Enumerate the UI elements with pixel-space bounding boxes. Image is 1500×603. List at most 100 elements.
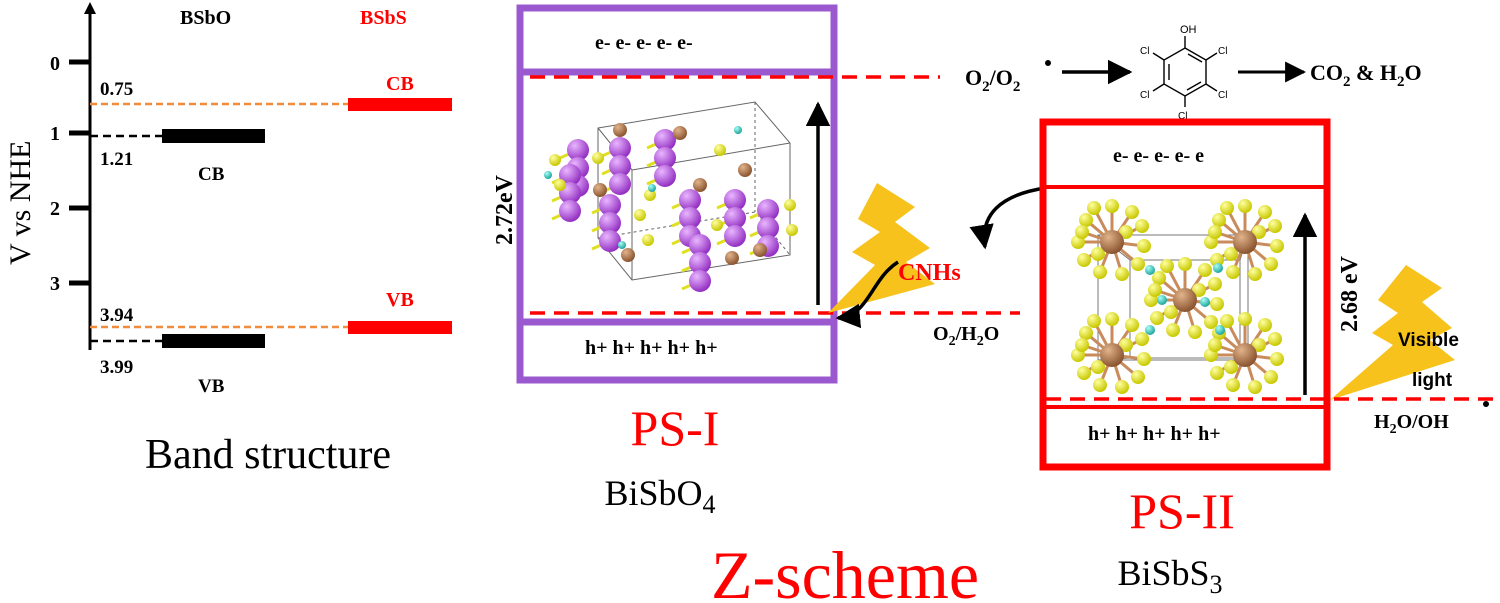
bi-atom	[567, 139, 589, 161]
bisbo4-crystal-structure	[597, 101, 791, 281]
cnhs-transfer-arrow	[835, 260, 899, 329]
bi-atom	[724, 189, 746, 211]
o-atom	[784, 199, 796, 211]
small-atom	[544, 171, 552, 179]
bi-atom	[757, 217, 779, 239]
bsbs-cb-bar	[348, 98, 452, 111]
bi-atom	[559, 164, 581, 186]
ps2-name: PS-II	[1129, 483, 1235, 539]
bi-sb-atom	[1100, 343, 1124, 367]
s-atom	[1105, 199, 1119, 213]
bi-sb-atom	[1100, 230, 1124, 254]
bi-sb-atom	[1233, 343, 1257, 367]
ps1-bandgap: 2.72eV	[492, 174, 518, 245]
s-atom	[1077, 253, 1091, 267]
cnhs-label: CNHs	[898, 260, 961, 286]
bi-atom	[757, 199, 779, 221]
o-atom	[786, 224, 798, 236]
o-atom	[634, 209, 646, 221]
ps2-outer-border	[1039, 118, 1331, 471]
small-atom	[1145, 265, 1155, 275]
pentachlorophenol-molecule	[1152, 36, 1218, 107]
sb-atom	[673, 126, 687, 140]
s-atom	[1178, 257, 1192, 271]
band-structure-title: Band structure	[145, 432, 391, 478]
bi-sb-atom	[1173, 288, 1197, 312]
s-atom	[1248, 267, 1262, 281]
s-atom	[1258, 205, 1272, 219]
o2-superoxide-label: O2/O2	[965, 65, 1020, 95]
z-scheme-title: Z-scheme	[711, 537, 979, 603]
s-atom	[1091, 360, 1105, 374]
o2-h2o-label: O2/H2O	[933, 323, 999, 349]
s-atom	[1224, 247, 1238, 261]
s-atom	[1204, 315, 1218, 329]
s-atom	[1208, 277, 1222, 291]
bsbo-cb-bar	[162, 129, 265, 143]
visible-light-line1: Visible	[1398, 330, 1459, 351]
ps1-electrons: e- e- e- e- e-	[595, 32, 693, 54]
radical-dot-2-icon	[1483, 401, 1489, 407]
y-axis-arrow-icon	[84, 2, 96, 14]
tick-label-0: 0	[50, 53, 60, 75]
ps1-holes: h+ h+ h+ h+ h+	[585, 337, 718, 359]
s-atom	[1125, 205, 1139, 219]
s-atom	[1192, 283, 1206, 297]
o-atom	[642, 234, 654, 246]
bi-atom	[654, 165, 676, 187]
bsbo-vb-bar	[162, 334, 265, 348]
bi-atom	[559, 200, 581, 222]
s-atom	[1119, 338, 1133, 352]
bi-atom	[679, 189, 701, 211]
s-atom	[1252, 225, 1266, 239]
bsbs-vb-bar	[348, 321, 452, 334]
lightning-bolt-2-icon	[1330, 265, 1455, 400]
s-atom	[1258, 318, 1272, 332]
s-atom	[1166, 323, 1180, 337]
bi-atom	[599, 194, 621, 216]
bi-atom	[654, 147, 676, 169]
electron-transfer-arrow	[969, 186, 1046, 250]
label-vb-bsbs: VB	[386, 289, 414, 311]
s-atom	[1105, 312, 1119, 326]
s-atom	[1079, 213, 1093, 227]
sb-atom	[593, 183, 607, 197]
s-atom	[1208, 338, 1222, 352]
small-atom	[734, 126, 742, 134]
s-atom	[1210, 253, 1224, 267]
s-atom	[1075, 338, 1089, 352]
bi-atom	[679, 207, 701, 229]
s-atom	[1150, 311, 1164, 325]
s-atom	[1264, 370, 1278, 384]
s-atom	[1268, 332, 1282, 346]
s-atom	[1226, 378, 1240, 392]
s-atom	[1210, 366, 1224, 380]
radical-dot-icon	[1045, 60, 1051, 66]
tick-label-2: 2	[50, 198, 60, 220]
s-atom	[1135, 219, 1149, 233]
col-label-bsbo: BSbO	[180, 7, 231, 29]
small-atom	[618, 241, 626, 249]
value-vb-bsbo: 3.99	[100, 357, 133, 378]
s-atom	[1091, 247, 1105, 261]
tick-label-3: 3	[50, 273, 60, 295]
s-atom	[1131, 257, 1145, 271]
sb-atom	[693, 178, 707, 192]
molecule-labels: OH Cl Cl Cl Cl Cl	[1140, 24, 1227, 122]
value-cb-bsbs: 0.75	[100, 79, 133, 100]
lightning-bolt-1-icon	[828, 183, 935, 313]
small-atom	[1213, 263, 1223, 273]
bi-atom	[599, 230, 621, 252]
s-atom	[1238, 312, 1252, 326]
bi-sb-atom	[1233, 230, 1257, 254]
o-atom	[714, 144, 726, 156]
molecule-cl-5: Cl	[1140, 46, 1149, 57]
col-label-bsbs: BSbS	[360, 7, 407, 29]
s-atom	[1115, 380, 1129, 394]
ps2-formula-main: BiSbS	[1117, 553, 1209, 593]
label-cb-bsbs: CB	[386, 73, 414, 95]
s-atom	[1238, 199, 1252, 213]
s-atom	[1077, 366, 1091, 380]
bi-atom	[689, 234, 711, 256]
molecule-cl-1: Cl	[1218, 46, 1227, 57]
